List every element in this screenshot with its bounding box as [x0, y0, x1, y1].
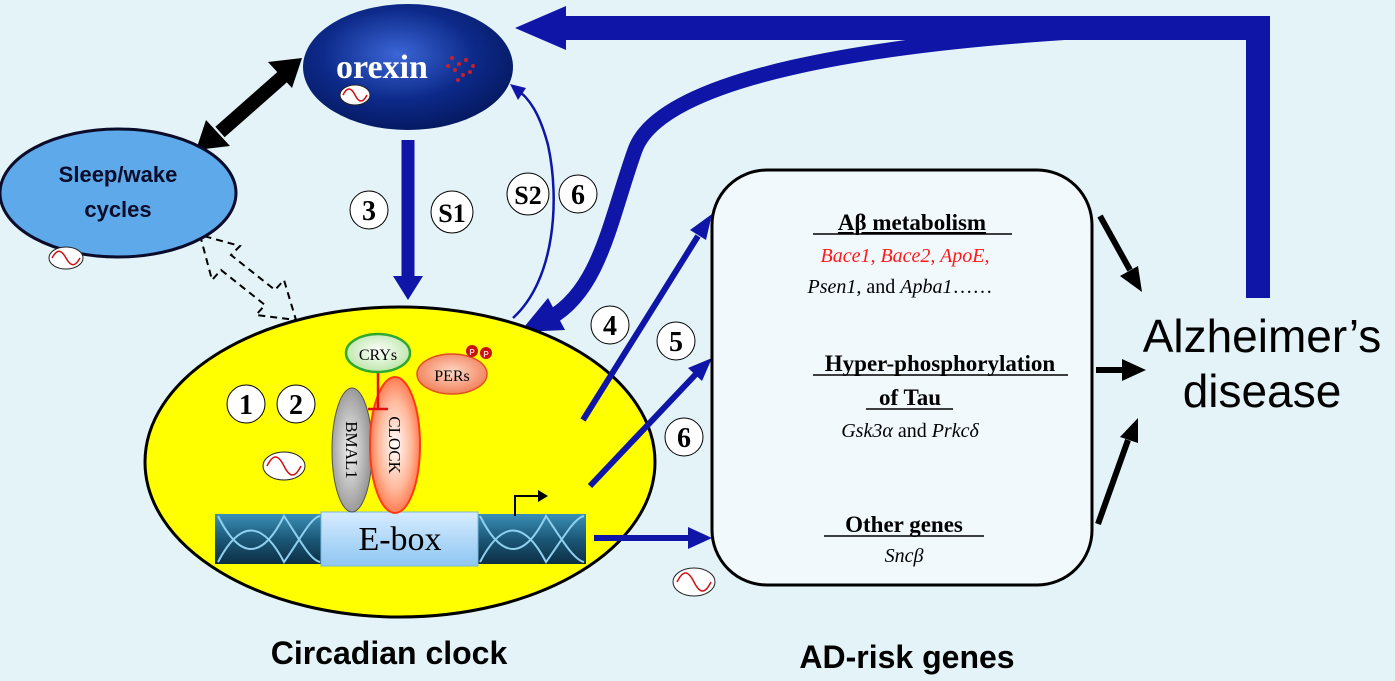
and-word: and: [893, 420, 932, 442]
phospho-dot: [466, 345, 478, 357]
other-to-ad-arrow: [1095, 438, 1131, 526]
ad-to-clock-curved-arrowhead: [520, 298, 565, 332]
orexin-particles: [446, 56, 475, 82]
step-label-1: 1: [226, 384, 266, 424]
step-label-s1: S1: [430, 190, 474, 234]
sleep-wake-label-line1: Sleep/wake: [59, 162, 178, 187]
crys-protein: [344, 332, 412, 374]
crys-label: CRYs: [359, 347, 397, 364]
step-label-1-text: 1: [239, 390, 253, 421]
step-label-3-text: 3: [362, 196, 376, 227]
other-to-ad-arrowhead: [1120, 418, 1138, 443]
sleep-wake-node: [0, 127, 238, 259]
ebox-label: E-box: [358, 521, 441, 558]
and-word: and: [861, 276, 900, 298]
ellipsis: ……: [953, 276, 993, 298]
oscillation-icon: [339, 84, 371, 106]
phospho-dot: [480, 347, 492, 359]
ebox-box: [320, 511, 479, 567]
other-genes-heading: Other genes: [845, 512, 963, 537]
orexin-label: orexin: [336, 49, 428, 86]
step-label-s2-text: S2: [514, 181, 541, 210]
tau-heading-line2: of Tau: [879, 385, 941, 410]
gsk3a-gene: Gsk3α: [841, 420, 893, 442]
sncb-gene: Sncβ: [885, 545, 924, 567]
sleep-wake-label-line2: cycles: [84, 197, 151, 222]
double-arrow-icon: [196, 120, 230, 150]
ad-to-orexin-arrowhead: [515, 6, 566, 50]
alzheimers-label-line1: Alzheimer’s: [1143, 310, 1382, 362]
step-label-2-text: 2: [289, 390, 303, 421]
transcription-start-arrow-icon: [514, 495, 540, 516]
sleep-clock-dashed-double-arrow: [198, 233, 298, 322]
step-label-5: 5: [656, 321, 696, 361]
transcription-start-arrowhead: [538, 490, 548, 502]
clock-to-abeta-arrow: [580, 234, 701, 422]
clock-to-tau-arrowhead: [688, 358, 712, 381]
apba1-gene: Apba1: [898, 276, 952, 298]
step-label-4: 4: [590, 305, 630, 345]
abeta-to-ad-arrowhead: [1120, 266, 1142, 292]
step-label-6-top: 6: [558, 174, 598, 214]
oscillation-icon: [262, 451, 306, 481]
step-label-s2: S2: [506, 172, 550, 216]
circadian-clock-caption: Circadian clock: [271, 635, 508, 671]
phospho-label: P: [469, 348, 475, 357]
abeta-line2: Psen1, and Apba1……: [807, 276, 993, 298]
clock-to-orexin-thin-arrowhead: [510, 84, 526, 100]
step-label-6-mid-text: 6: [677, 423, 691, 454]
clock-protein: [369, 376, 421, 514]
orexin-to-clock-arrowhead: [393, 276, 423, 300]
oscillation-icon: [48, 246, 84, 270]
clock-to-other-arrowhead: [688, 527, 712, 549]
ad-to-clock-curved-arrow: [546, 20, 1151, 325]
clock-to-orexin-thin-arrow: [512, 86, 555, 319]
step-label-6-top-text: 6: [571, 180, 585, 211]
pers-protein: [416, 353, 488, 395]
step-label-s1-text: S1: [438, 199, 465, 228]
abeta-to-ad-arrow: [1097, 214, 1133, 272]
inhibition-arrow-icon: [368, 372, 388, 411]
clock-to-abeta-arrowhead: [690, 214, 712, 240]
ad-risk-genes-box: [710, 168, 1094, 587]
abeta-heading: Aβ metabolism: [838, 210, 986, 235]
ad-risk-genes-caption: AD-risk genes: [799, 639, 1014, 675]
dna-helix-icon: [215, 514, 321, 564]
alzheimers-label-line2: disease: [1183, 365, 1342, 417]
tau-to-ad-arrowhead: [1122, 359, 1146, 381]
clock-label: CLOCK: [385, 416, 404, 474]
tau-genes: Gsk3α and Prkcδ: [841, 420, 979, 442]
clock-to-tau-arrow: [587, 371, 699, 489]
tau-heading-line1: Hyper-phosphorylation: [825, 351, 1056, 376]
bmal1-label: BMAL1: [342, 421, 361, 479]
oscillation-icon: [672, 567, 716, 597]
dna-helix-icon: [478, 514, 586, 564]
double-arrow-icon: [268, 58, 302, 88]
step-label-4-text: 4: [603, 311, 617, 342]
phospho-label: P: [483, 350, 489, 359]
step-label-2: 2: [276, 384, 316, 424]
step-label-6-mid: 6: [664, 417, 704, 457]
ad-to-orexin-arrow: [548, 16, 1270, 298]
pers-label: PERs: [434, 368, 470, 385]
psen1-gene: Psen1,: [807, 276, 862, 298]
orexin-sleep-double-arrow: [215, 66, 293, 138]
abeta-red-genes: Bace1, Bace2, ApoE,: [820, 245, 989, 267]
step-label-5-text: 5: [669, 327, 683, 358]
step-label-3: 3: [349, 190, 389, 230]
prkcd-gene: Prkcδ: [931, 420, 980, 442]
